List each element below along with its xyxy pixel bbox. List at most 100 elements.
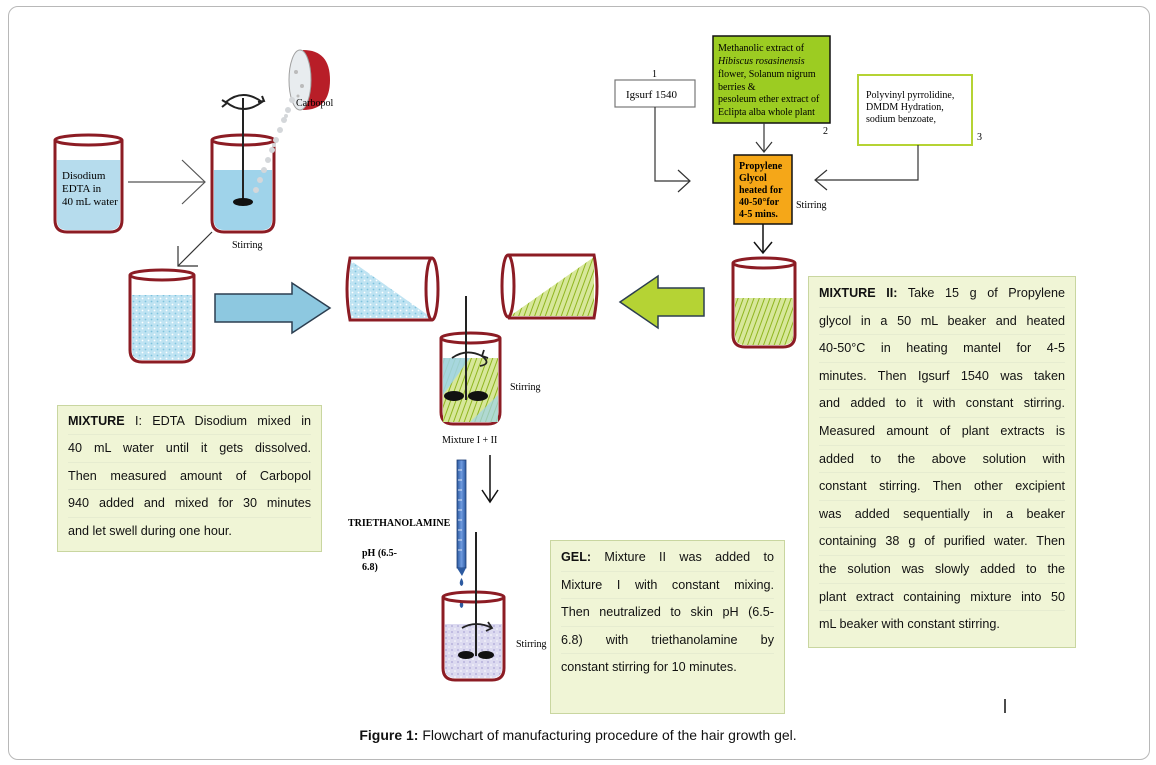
mixture2-line-8: constant stirring. Then other excipient bbox=[819, 473, 1065, 501]
gel-line-4: 6.8) with triethanolamine by bbox=[561, 627, 774, 655]
mixture12-label: Mixture I + II bbox=[442, 435, 497, 446]
beaker-edta bbox=[53, 133, 124, 234]
beaker-mixture1-2 bbox=[439, 296, 502, 426]
mixture1-line-1: MIXTURE I: EDTA Disodium mixed in bbox=[68, 408, 311, 436]
mixture2-text-10: containing 38 g of purified water. Then bbox=[819, 534, 1065, 549]
mixture1-text-4: 940 added and mixed for 30 minutes bbox=[68, 496, 311, 511]
mixture2-text-12: plant extract containing mixture into 50 bbox=[819, 589, 1065, 604]
beaker-edta-label-3: 40 mL water bbox=[62, 196, 118, 208]
beaker-edta-label-2: EDTA in bbox=[62, 183, 102, 195]
gel-text-2: Mixture I with constant mixing. bbox=[561, 577, 774, 592]
mixture1-heading: MIXTURE bbox=[68, 414, 125, 428]
excipients-line-3: sodium benzoate, bbox=[866, 114, 936, 125]
number-1: 1 bbox=[652, 69, 657, 80]
extract-line-4: berries & bbox=[718, 82, 756, 93]
extract-line-6: Eclipta alba whole plant bbox=[718, 107, 815, 118]
igsurf-label: Igsurf 1540 bbox=[626, 89, 678, 101]
mixture2-line-12: plant extract containing mixture into 50 bbox=[819, 584, 1065, 612]
extract-line-2: Hibiscus rosasinensis bbox=[717, 56, 805, 67]
arrow-green-block bbox=[618, 274, 705, 330]
carbopol-container bbox=[288, 49, 330, 111]
mixture1-line-5: and let swell during one hour. bbox=[68, 518, 311, 544]
excipients-line-2: DMDM Hydration, bbox=[866, 102, 944, 113]
mixture1-text-5: and let swell during one hour. bbox=[68, 523, 232, 538]
gel-panel: GEL: Mixture II was added to Mixture I w… bbox=[550, 540, 785, 714]
mixture2-line-11: the solution was slowly added to the bbox=[819, 556, 1065, 584]
mixture2-line-3: 40-50°C in heating mantel for 4-5 bbox=[819, 335, 1065, 363]
stirring-label-2: Stirring bbox=[510, 382, 541, 393]
mixture2-text-2: glycol in a 50 mL beaker and heated bbox=[819, 313, 1065, 328]
arrow-igsurf-to-glycol bbox=[654, 107, 691, 193]
mixture2-heading: MIXTURE II: bbox=[819, 286, 898, 300]
gel-heading: GEL: bbox=[561, 550, 592, 564]
excipients-box bbox=[857, 74, 973, 146]
caption-label: Figure 1: bbox=[359, 727, 419, 743]
stirring-label-4: Stirring bbox=[796, 200, 827, 211]
beaker-tilted-blue bbox=[345, 256, 440, 322]
triethanolamine-label: TRIETHANOLAMINE bbox=[348, 518, 451, 529]
gel-line-3: Then neutralized to skin pH (6.5- bbox=[561, 599, 774, 627]
mixture2-line-13: mL beaker with constant stirring. bbox=[819, 611, 1065, 638]
mixture1-line-3: Then measured amount of Carbopol bbox=[68, 463, 311, 491]
arrow-down-to-gel bbox=[481, 455, 499, 504]
mixture2-text-4: minutes. Then Igsurf 1540 was taken bbox=[819, 368, 1065, 383]
arrow-stirring-to-mixture1 bbox=[177, 231, 213, 267]
mixture2-text-6: Measured amount of plant extracts is bbox=[819, 423, 1065, 438]
gel-text-3: Then neutralized to skin pH (6.5- bbox=[561, 605, 774, 620]
figure-caption: Figure 1: Flowchart of manufacturing pro… bbox=[0, 727, 1156, 743]
propylene-line-1: Propylene bbox=[739, 161, 783, 172]
beaker-tilted-green bbox=[500, 253, 599, 320]
mixture2-line-7: added to the above solution with bbox=[819, 446, 1065, 474]
gel-line-1: GEL: Mixture II was added to bbox=[561, 544, 774, 572]
mixture2-text-11: the solution was slowly added to the bbox=[819, 561, 1065, 576]
caption-text: Flowchart of manufacturing procedure of … bbox=[418, 727, 797, 743]
gel-line-5: constant stirring for 10 minutes. bbox=[561, 654, 774, 681]
gel-line-2: Mixture I with constant mixing. bbox=[561, 572, 774, 600]
burette-triethanolamine bbox=[456, 459, 467, 608]
mixture2-text-1: Take 15 g of Propylene bbox=[897, 286, 1065, 300]
gel-text-4: 6.8) with triethanolamine by bbox=[561, 632, 774, 647]
propylene-line-5: 4-5 mins. bbox=[739, 209, 778, 220]
mixture1-text-1: I: EDTA Disodium mixed in bbox=[124, 414, 311, 428]
arrow-edta-to-stirring bbox=[128, 159, 206, 205]
mixture2-text-5: and added to it with constant stirring. bbox=[819, 396, 1065, 411]
arrow-blue-block bbox=[214, 281, 332, 335]
excipients-line-1: Polyvinyl pyrrolidine, bbox=[866, 90, 954, 101]
beaker-carbopol-stirring bbox=[210, 94, 276, 234]
stirring-label-1: Stirring bbox=[232, 240, 263, 251]
beaker-mixture2 bbox=[731, 256, 797, 349]
mixture2-text-3: 40-50°C in heating mantel for 4-5 bbox=[819, 341, 1065, 356]
propylene-line-4: 40-50°for bbox=[739, 197, 780, 208]
beaker-mixture1 bbox=[128, 268, 196, 364]
mixture1-text-3: Then measured amount of Carbopol bbox=[68, 468, 311, 483]
number-2: 2 bbox=[823, 126, 828, 137]
mixture2-line-6: Measured amount of plant extracts is bbox=[819, 418, 1065, 446]
extract-line-1: Methanolic extract of bbox=[718, 43, 805, 54]
mixture2-panel: MIXTURE II: Take 15 g of Propylene glyco… bbox=[808, 276, 1076, 648]
beaker-edta-label-1: Disodium bbox=[62, 170, 106, 182]
arrow-excipients-to-glycol bbox=[814, 145, 919, 191]
mixture2-text-9: was added sequentially in a beaker bbox=[819, 506, 1065, 521]
mixture2-line-2: glycol in a 50 mL beaker and heated bbox=[819, 308, 1065, 336]
arrow-glycol-to-mixture2 bbox=[753, 224, 773, 255]
ph-label-2: 6.8) bbox=[362, 562, 378, 573]
mixture1-panel: MIXTURE I: EDTA Disodium mixed in 40 mL … bbox=[57, 405, 322, 552]
mixture2-line-4: minutes. Then Igsurf 1540 was taken bbox=[819, 363, 1065, 391]
arrow-extract-to-glycol bbox=[755, 123, 773, 153]
gel-text-1: Mixture II was added to bbox=[591, 550, 774, 564]
mixture2-text-7: added to the above solution with bbox=[819, 451, 1065, 466]
mixture1-line-2: 40 mL water until it gets dissolved. bbox=[68, 435, 311, 463]
mixture1-line-4: 940 added and mixed for 30 minutes bbox=[68, 490, 311, 518]
mixture2-text-13: mL beaker with constant stirring. bbox=[819, 617, 1000, 632]
mixture1-text-2: 40 mL water until it gets dissolved. bbox=[68, 441, 311, 456]
mixture2-line-10: containing 38 g of purified water. Then bbox=[819, 528, 1065, 556]
extract-line-5: pesoleum ether extract of bbox=[718, 94, 820, 105]
gel-text-5: constant stirring for 10 minutes. bbox=[561, 660, 737, 675]
ph-label-1: pH (6.5- bbox=[362, 548, 397, 559]
carbopol-powder-stream bbox=[253, 97, 295, 193]
beaker-gel bbox=[441, 532, 506, 682]
carbopol-label: Carbopol bbox=[296, 98, 333, 109]
mixture2-line-5: and added to it with constant stirring. bbox=[819, 390, 1065, 418]
propylene-line-3: heated for bbox=[739, 185, 783, 196]
